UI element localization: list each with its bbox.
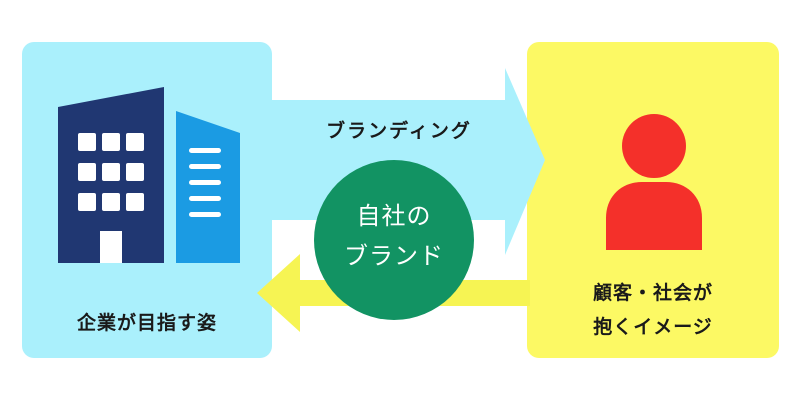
side-window <box>189 164 221 169</box>
center-circle-text: 自社の ブランド <box>314 196 474 276</box>
window <box>102 163 120 181</box>
customer-label-line2: 抱くイメージ <box>593 316 713 338</box>
customer-label: 顧客・社会が 抱くイメージ <box>527 276 779 344</box>
building-side <box>176 111 240 263</box>
center-circle <box>314 160 474 320</box>
person-body <box>606 182 702 250</box>
window <box>78 193 96 211</box>
building-icon <box>58 87 240 263</box>
person-head <box>622 114 686 178</box>
window <box>126 193 144 211</box>
company-label: 企業が目指す姿 <box>76 312 217 334</box>
window <box>78 163 96 181</box>
side-window <box>189 148 221 153</box>
center-circle-line2: ブランド <box>344 242 444 270</box>
side-window <box>189 212 221 217</box>
window <box>126 163 144 181</box>
person-icon <box>606 114 702 250</box>
branding-label: ブランディング <box>326 120 472 142</box>
customer-label-line1: 顧客・社会が <box>592 282 713 304</box>
side-window <box>189 196 221 201</box>
window <box>126 133 144 151</box>
window <box>102 193 120 211</box>
window <box>78 133 96 151</box>
side-window <box>189 180 221 185</box>
center-circle-line1: 自社の <box>356 202 432 230</box>
window <box>102 133 120 151</box>
building-door <box>100 231 122 263</box>
